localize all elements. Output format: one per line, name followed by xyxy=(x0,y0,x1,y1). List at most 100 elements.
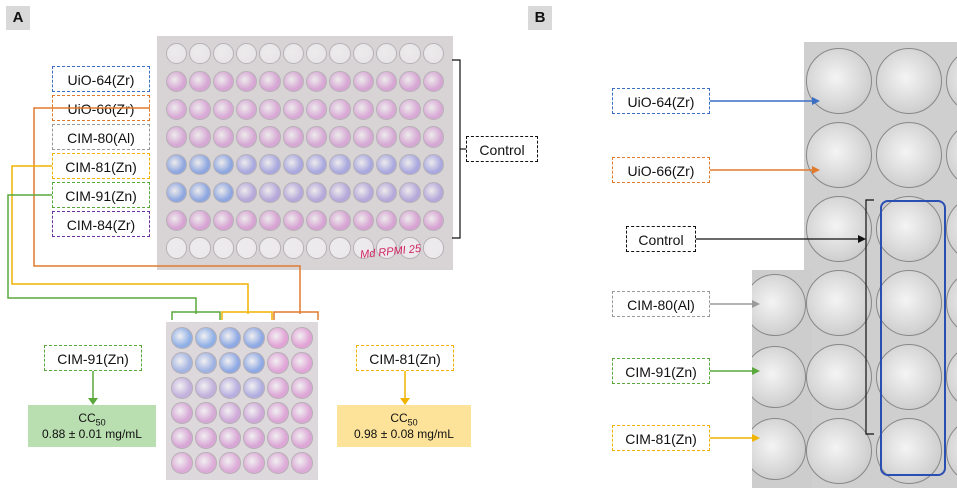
plate-well xyxy=(806,344,872,410)
plate-well xyxy=(306,98,328,120)
plate-well xyxy=(282,43,304,65)
plate-well xyxy=(259,209,281,231)
plate-well xyxy=(422,154,444,176)
dilution-plate-photo xyxy=(166,322,318,480)
panel-b-letter: B xyxy=(528,6,552,30)
plate-well xyxy=(876,270,942,336)
plate-well xyxy=(752,274,806,336)
plate-well xyxy=(329,70,351,93)
b-label-cim81: CIM-81(Zn) xyxy=(612,425,710,451)
plate-well xyxy=(236,154,258,176)
plate-well xyxy=(291,377,313,399)
plate-well xyxy=(259,98,281,120)
plate-well xyxy=(352,70,374,93)
plate-well xyxy=(189,154,211,176)
plate-well xyxy=(259,154,281,176)
plate-well xyxy=(352,126,374,148)
plate-well xyxy=(166,237,188,259)
result-cim81-box: CC50 0.98 ± 0.08 mg/mL xyxy=(337,405,471,447)
plate-well xyxy=(259,237,281,259)
plate-well xyxy=(282,154,304,176)
plate-well xyxy=(352,98,374,120)
plate-well xyxy=(166,126,188,148)
plate-well xyxy=(212,126,234,148)
plate-well xyxy=(189,209,211,231)
plate-well xyxy=(352,237,374,259)
plate-well xyxy=(282,98,304,120)
plate-well xyxy=(243,352,265,374)
plate-well xyxy=(422,98,444,120)
plate-well xyxy=(166,154,188,176)
plate-well xyxy=(189,126,211,148)
plate-well xyxy=(259,181,281,204)
plate-well xyxy=(376,43,398,65)
plate-well xyxy=(399,98,421,120)
plate-well xyxy=(306,237,328,259)
plate-well xyxy=(422,209,444,231)
plate-well xyxy=(306,43,328,65)
plate-well xyxy=(267,402,289,424)
plate-well xyxy=(422,126,444,148)
plate-well xyxy=(236,126,258,148)
plate-well xyxy=(171,377,193,399)
plate-well xyxy=(329,154,351,176)
plate-well xyxy=(236,237,258,259)
plate-well xyxy=(876,48,942,114)
plate-well xyxy=(166,209,188,231)
cc-label: CC xyxy=(390,411,408,425)
plate-well xyxy=(259,43,281,65)
plate-well xyxy=(376,181,398,204)
plate-well xyxy=(219,452,241,474)
plate-well xyxy=(243,327,265,349)
result-cim91-box: CC50 0.88 ± 0.01 mg/mL xyxy=(28,405,156,447)
plate-well xyxy=(243,377,265,399)
plate-well xyxy=(219,402,241,424)
plate-well xyxy=(422,43,444,65)
plate-well xyxy=(171,327,193,349)
plate-well xyxy=(806,418,872,484)
plate-well xyxy=(171,427,193,449)
marker-outline xyxy=(880,200,946,476)
plate-well xyxy=(376,70,398,93)
plate-well xyxy=(399,154,421,176)
plate-well xyxy=(291,427,313,449)
plate-well xyxy=(306,181,328,204)
plate-well xyxy=(876,344,942,410)
plate-well xyxy=(329,126,351,148)
plate-well xyxy=(219,377,241,399)
plate-well xyxy=(876,122,942,188)
plate-well xyxy=(399,237,421,259)
plate-well xyxy=(171,452,193,474)
plate-well xyxy=(259,126,281,148)
plate-well xyxy=(219,327,241,349)
label-cim84: CIM-84(Zr) xyxy=(52,211,150,237)
plate-well xyxy=(189,237,211,259)
plate-well xyxy=(422,181,444,204)
plate-well xyxy=(166,43,188,65)
plate-well xyxy=(267,427,289,449)
plate-well xyxy=(399,126,421,148)
plate-well xyxy=(195,327,217,349)
plate-well xyxy=(171,402,193,424)
plate-well xyxy=(195,402,217,424)
plate-well xyxy=(291,327,313,349)
plate-well xyxy=(195,377,217,399)
plate-well xyxy=(806,122,872,188)
plate-well xyxy=(195,352,217,374)
plate-well xyxy=(376,154,398,176)
b-label-cim91: CIM-91(Zn) xyxy=(612,358,710,384)
plate-well xyxy=(236,98,258,120)
plate-well xyxy=(376,126,398,148)
plate-well xyxy=(166,70,188,93)
plate-well xyxy=(291,352,313,374)
plate-well xyxy=(306,126,328,148)
plate-well xyxy=(236,181,258,204)
label-control: Control xyxy=(466,136,538,162)
plate-well xyxy=(212,43,234,65)
plate-well xyxy=(291,402,313,424)
plate-well xyxy=(236,209,258,231)
label-uio64: UiO-64(Zr) xyxy=(52,66,150,92)
plate-well xyxy=(212,70,234,93)
plate-well xyxy=(212,98,234,120)
plate-well xyxy=(166,181,188,204)
